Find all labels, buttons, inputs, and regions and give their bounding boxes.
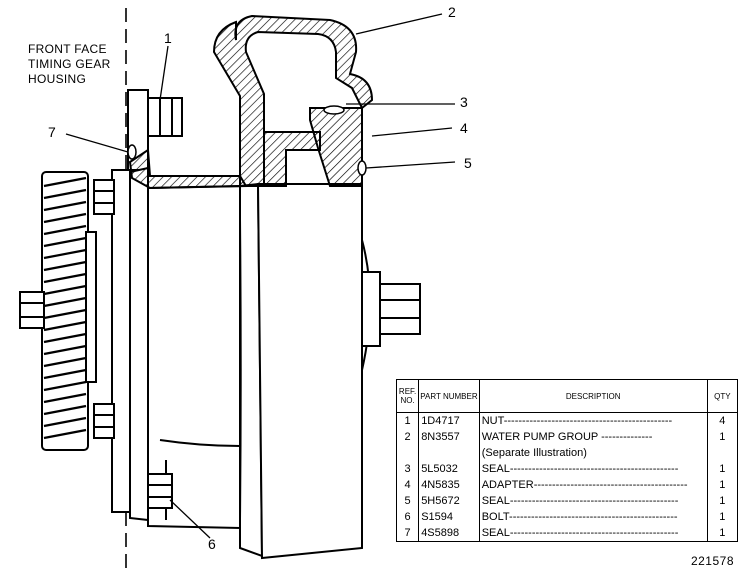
row-ref: 7 <box>395 525 420 542</box>
row-note: (Separate Illustration) <box>478 445 708 461</box>
header-part: PART NUMBER <box>418 379 480 413</box>
leader-lines <box>65 13 456 539</box>
row-ref: 5 <box>395 493 420 509</box>
housing-flange <box>111 89 149 513</box>
row-desc: SEAL------------------------------------… <box>478 493 708 509</box>
row-desc: BOLT------------------------------------… <box>478 509 708 525</box>
bolt-6 <box>147 473 173 509</box>
row-desc: WATER PUMP GROUP -------------- <box>478 429 708 445</box>
shaft-nut-right <box>361 271 421 347</box>
row-desc: SEAL------------------------------------… <box>478 461 708 477</box>
callout-3: 3 <box>460 94 468 110</box>
parts-table: REF. NO. PART NUMBER DESCRIPTION QTY 1 1… <box>395 379 739 542</box>
header-qty: QTY <box>706 379 739 413</box>
callout-7: 7 <box>48 124 56 140</box>
row-qty: 1 <box>706 461 739 477</box>
table-row: 5 5H5672 SEAL---------------------------… <box>395 493 739 509</box>
row-ref: 2 <box>395 429 420 445</box>
row-part: 4N5835 <box>418 477 480 493</box>
housing-bolt-lower <box>93 403 115 439</box>
nut-1 <box>147 97 183 137</box>
callout-6: 6 <box>208 536 216 552</box>
row-desc-text: BOLT <box>481 511 510 523</box>
row-desc: ADAPTER---------------------------------… <box>478 477 708 493</box>
housing-label-line-1: FRONT FACE <box>28 42 107 56</box>
header-ref: REF. NO. <box>395 379 420 413</box>
table-row: 2 8N3557 WATER PUMP GROUP --------------… <box>395 429 739 445</box>
seal-7 <box>127 144 137 160</box>
housing-bolt-upper <box>93 179 115 215</box>
row-desc-text: SEAL <box>481 463 510 475</box>
housing-label-line-3: HOUSING <box>28 72 87 86</box>
housing-label: FRONT FACE TIMING GEAR HOUSING <box>28 42 111 87</box>
drawing-number: 221578 <box>690 554 734 568</box>
table-row: 4 4N5835 ADAPTER------------------------… <box>395 477 739 493</box>
table-row: 3 5L5032 SEAL---------------------------… <box>395 461 739 477</box>
parts-table-header: REF. NO. PART NUMBER DESCRIPTION QTY <box>395 379 739 413</box>
row-desc-text: NUT <box>481 415 504 427</box>
row-desc-text: SEAL <box>481 527 510 539</box>
row-part: 1D4717 <box>418 412 480 429</box>
row-part: 5H5672 <box>418 493 480 509</box>
housing-section <box>128 14 374 190</box>
row-qty: 4 <box>706 412 739 429</box>
row-ref: 3 <box>395 461 420 477</box>
row-qty: 1 <box>706 509 739 525</box>
row-desc-text: WATER PUMP GROUP <box>481 431 599 443</box>
row-desc: NUT-------------------------------------… <box>478 412 708 429</box>
row-part: S1594 <box>418 509 480 525</box>
callout-2: 2 <box>448 4 456 20</box>
table-row: 1 1D4717 NUT----------------------------… <box>395 412 739 429</box>
row-qty: 1 <box>706 477 739 493</box>
timing-gear <box>19 171 97 451</box>
header-desc: DESCRIPTION <box>478 379 708 413</box>
row-qty: 1 <box>706 429 739 445</box>
callout-1: 1 <box>164 30 172 46</box>
row-ref: 6 <box>395 509 420 525</box>
row-ref: 1 <box>395 412 420 429</box>
row-qty: 1 <box>706 525 739 542</box>
row-part: 5L5032 <box>418 461 480 477</box>
row-desc-text: ADAPTER <box>481 479 534 491</box>
housing-label-line-2: TIMING GEAR <box>28 57 111 71</box>
seal-3 <box>323 105 345 115</box>
table-row: 6 S1594 BOLT----------------------------… <box>395 509 739 525</box>
row-part: 8N3557 <box>418 429 480 445</box>
row-desc-text: SEAL <box>481 495 510 507</box>
row-ref: 4 <box>395 477 420 493</box>
row-part: 4S5898 <box>418 525 480 542</box>
callout-4: 4 <box>460 120 468 136</box>
table-row-note: (Separate Illustration) <box>395 445 739 461</box>
callout-5: 5 <box>464 155 472 171</box>
row-desc: SEAL------------------------------------… <box>478 525 708 542</box>
table-row: 7 4S5898 SEAL---------------------------… <box>395 525 739 542</box>
seal-5 <box>357 160 367 176</box>
row-qty: 1 <box>706 493 739 509</box>
